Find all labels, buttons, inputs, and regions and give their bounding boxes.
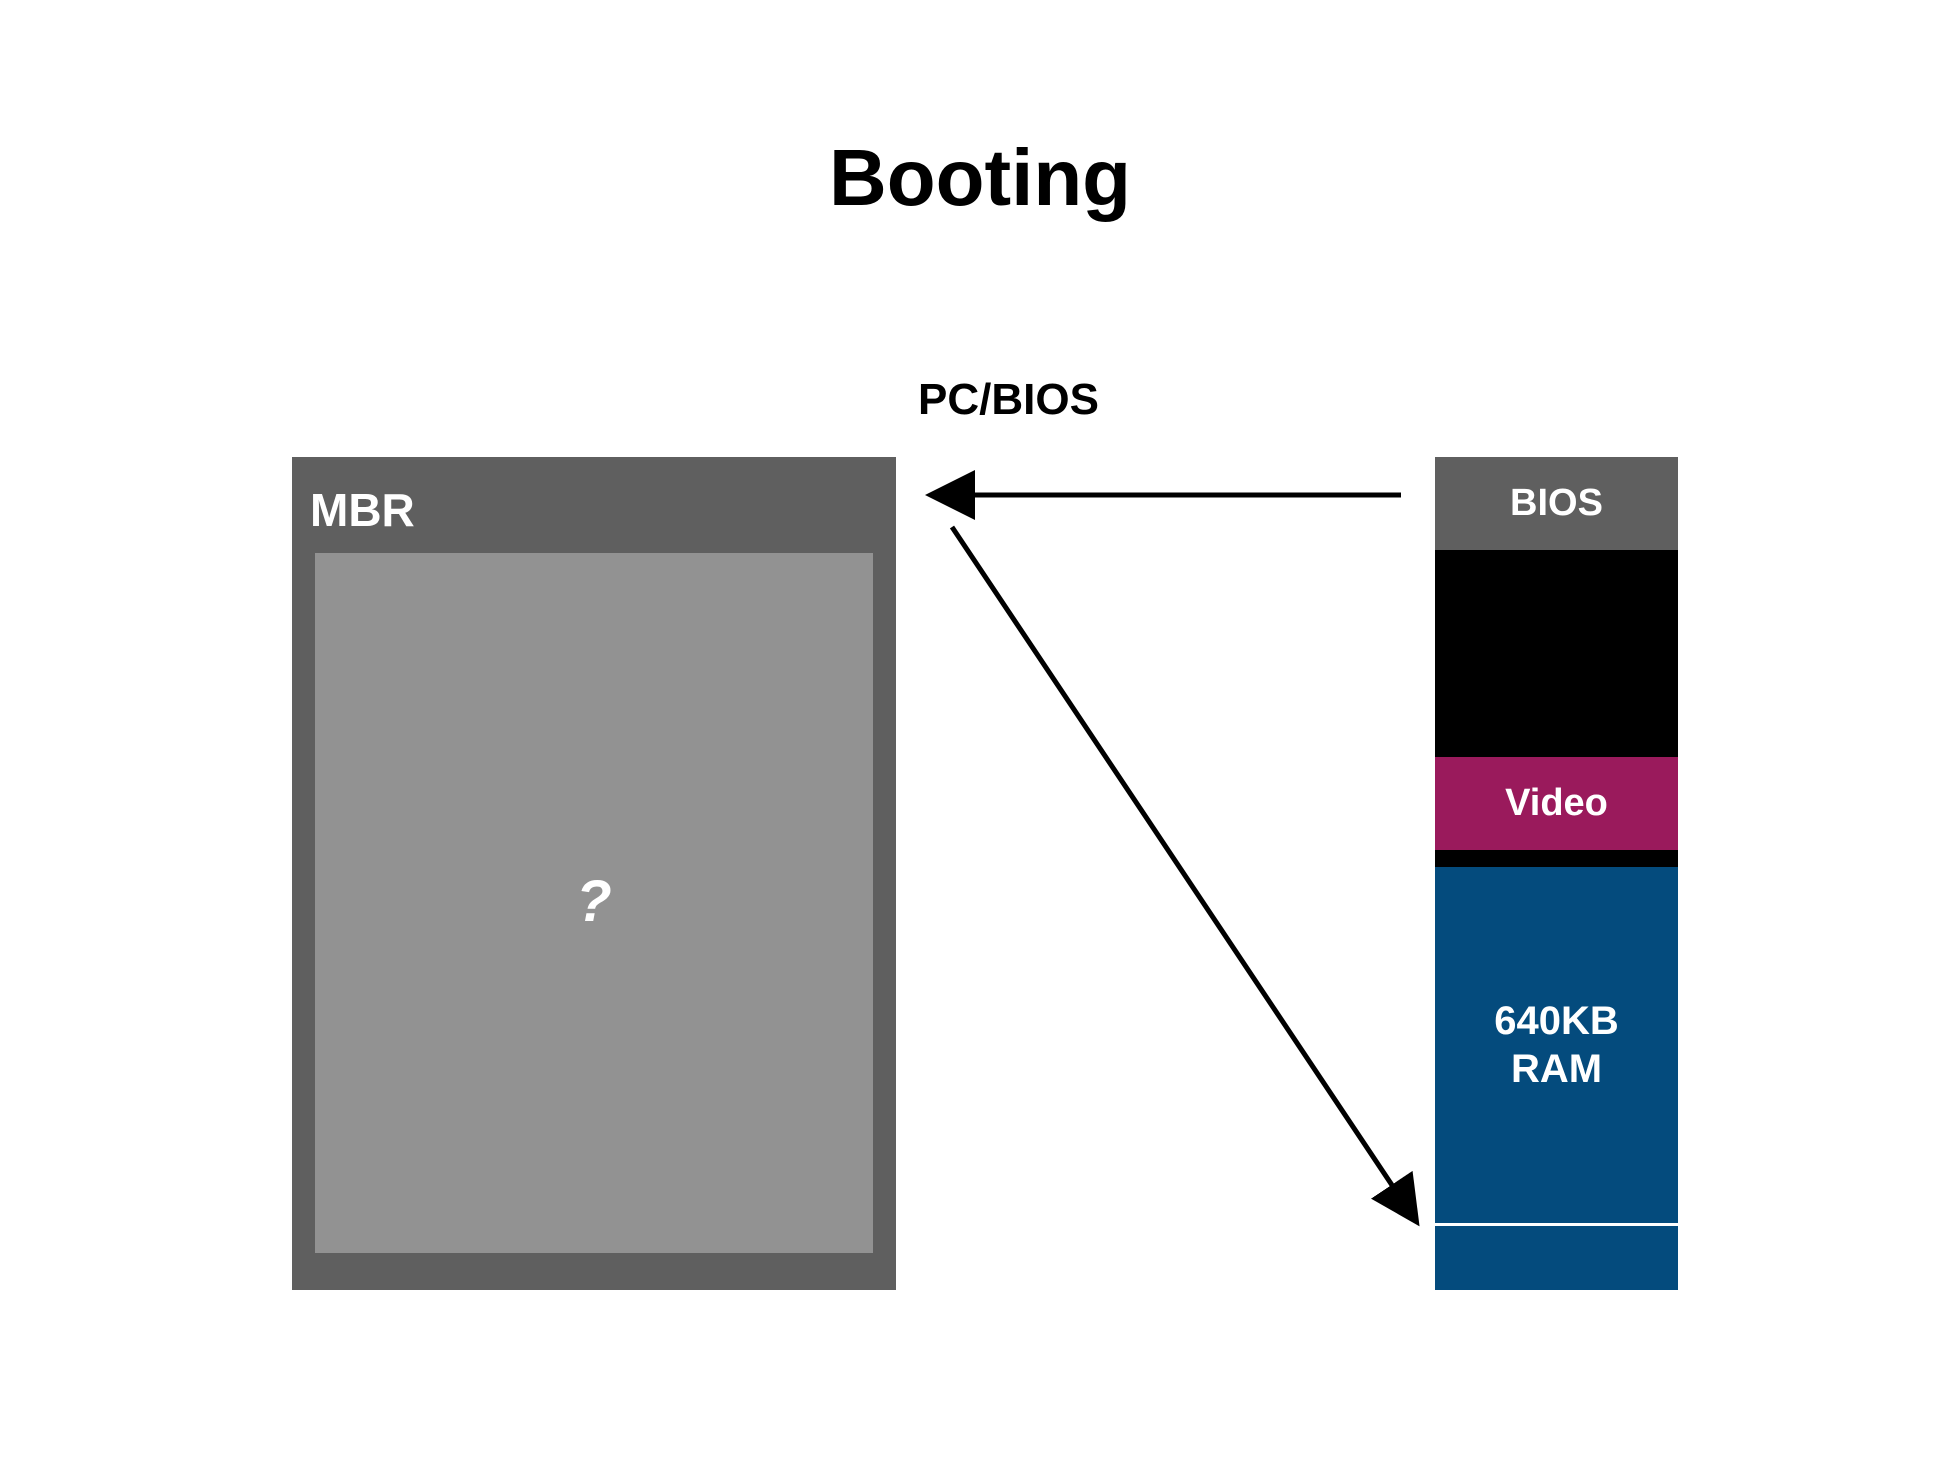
load-address-line	[1435, 1223, 1678, 1226]
diagram-subtitle: PC/BIOS	[918, 375, 1099, 424]
memory-segment-ram-label: 640KB RAM	[1494, 999, 1619, 1091]
memory-segment-video: Video	[1435, 757, 1678, 850]
memory-segment-ram: 640KB RAM	[1435, 867, 1678, 1223]
page-title: Booting	[828, 133, 1132, 222]
memory-segment-bios: BIOS	[1435, 457, 1678, 550]
mbr-block: MBR ?	[292, 457, 896, 1290]
mbr-unknown-content: ?	[576, 869, 612, 934]
mbr-content-area: ?	[315, 553, 873, 1253]
memory-segment-ram-low	[1435, 1226, 1678, 1290]
memory-map: BIOS Video 640KB RAM	[1435, 457, 1678, 1290]
arrow-mbr-to-ram	[949, 525, 1420, 1227]
mbr-label: MBR	[310, 484, 415, 536]
